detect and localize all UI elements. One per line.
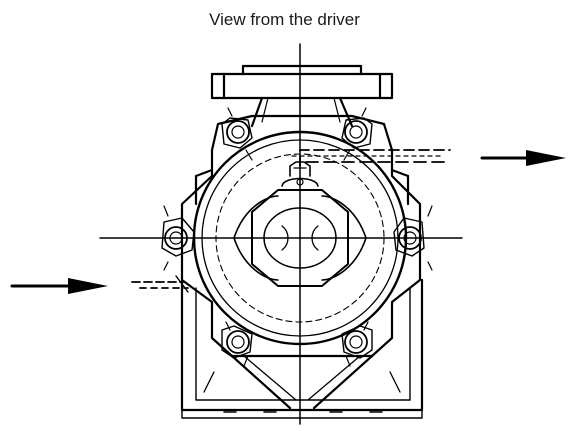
discharge-pipe <box>291 149 451 167</box>
suction-pipe <box>131 275 189 293</box>
diagram-caption: View from the driver <box>209 10 360 29</box>
support-base <box>180 278 424 419</box>
discharge-flange <box>210 64 394 128</box>
outlet-flow-arrow <box>480 150 566 166</box>
centerlines <box>99 43 463 425</box>
inlet-flow-arrow <box>10 278 108 294</box>
casing-outline <box>180 114 422 358</box>
lug-hatch-marks <box>163 107 433 367</box>
